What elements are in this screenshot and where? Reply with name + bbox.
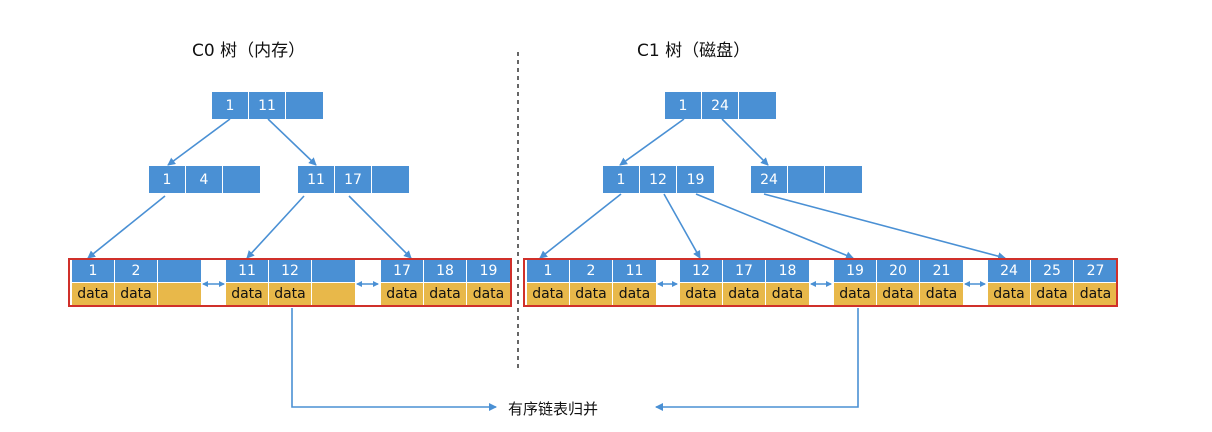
c0-l1-a-key-2 [223,166,260,193]
c0-leaf3-key-2: 19 [467,260,510,282]
c1-leaf2-key-2: 18 [766,260,809,282]
c1-l1a-to-leaf3 [695,193,854,260]
c1-leaf2-data-0: data [680,283,723,305]
c1-leaf3-key-1: 20 [877,260,920,282]
c1-root-to-l1-b [721,118,769,166]
c1-leaf1-key-1: 2 [570,260,613,282]
c1-l1-b-key-1 [788,166,825,193]
c0-l1b-to-leaf2 [246,195,305,259]
c1-leaf4-key-2: 27 [1074,260,1117,282]
c0-leaf1-key-0: 1 [72,260,115,282]
c1-l1-a-key-2: 19 [677,166,714,193]
c1-l1-b-key-0: 24 [751,166,788,193]
c1-leaf4-data-0: data [988,283,1031,305]
c1-l1a-to-leaf1 [539,193,622,259]
c0-leaf1-key-1: 2 [115,260,158,282]
c1-leaf3-key-2: 21 [920,260,963,282]
c0-l1-a-key-1: 4 [186,166,223,193]
c1-leaf3-data-0: data [834,283,877,305]
c0-leaf2-key-0: 11 [226,260,269,282]
c1-tree-title: C1 树（磁盘） [637,41,751,61]
c0-leaf2-data-2 [312,283,355,305]
c1-leaf1-key-2: 11 [613,260,656,282]
merge-path-from-c1 [655,308,859,411]
c1-leaf1-key-0: 1 [527,260,570,282]
c1-leaf2-key-1: 17 [723,260,766,282]
c1-l1a-to-leaf2 [663,193,701,259]
c0-l1b-to-leaf3 [348,195,412,259]
c1-l1-a-key-0: 1 [603,166,640,193]
c1-leaf2-data-2: data [766,283,809,305]
c1-leaf2-data-1: data [723,283,766,305]
c0-leaf1-data-2 [158,283,201,305]
c1-l1-a-key-1: 12 [640,166,677,193]
c1-root-key-0: 1 [665,92,702,119]
c1-leaf2-key-0: 12 [680,260,723,282]
c0-leaf3-key-1: 18 [424,260,467,282]
merge-label: 有序链表归并 [508,400,599,418]
c0-leaf2-key-1: 12 [269,260,312,282]
merge-path-from-c0 [291,308,497,411]
c0-leaf3-data-1: data [424,283,467,305]
c1-leaf3-data-2: data [920,283,963,305]
c1-leaf1-data-2: data [613,283,656,305]
c0-root-key-2 [286,92,323,119]
c0-leaf2-data-1: data [269,283,312,305]
c0-root-key-0: 1 [212,92,249,119]
c0-l1-b-key-2 [372,166,409,193]
c1-leaf3-data-1: data [877,283,920,305]
c0-leaf1-data-0: data [72,283,115,305]
c0-l1-b-key-1: 17 [335,166,372,193]
c0-root-key-1: 11 [249,92,286,119]
c0-leaf2-key-2 [312,260,355,282]
c0-l1-a-key-0: 1 [149,166,186,193]
c0-leaf3-data-2: data [467,283,510,305]
c0-leaf3-key-0: 17 [381,260,424,282]
c0-leaf3-data-0: data [381,283,424,305]
c1-leaf1-data-1: data [570,283,613,305]
c1-leaf1-data-0: data [527,283,570,305]
c1-leaf4-key-1: 25 [1031,260,1074,282]
c1-root-key-2 [739,92,776,119]
c1-leaf4-data-2: data [1074,283,1117,305]
c0-leaf2-data-0: data [226,283,269,305]
c1-leaf3-key-0: 19 [834,260,877,282]
c1-l1b-to-leaf4 [763,193,1006,261]
c0-tree-title: C0 树（内存） [192,41,306,61]
c1-leaf4-data-1: data [1031,283,1074,305]
c0-leaf1-key-2 [158,260,201,282]
c0-leaf-frame [68,258,512,307]
c0-root-to-l1-a [167,118,231,166]
c1-leaf4-key-0: 24 [988,260,1031,282]
c0-leaf1-data-1: data [115,283,158,305]
c0-root-to-l1-b [267,118,317,166]
c1-root-key-1: 24 [702,92,739,119]
c1-leaf-frame [523,258,1118,307]
c0-l1a-to-leaf1 [87,195,166,259]
c1-root-to-l1-a [619,118,685,166]
c1-l1-b-key-2 [825,166,862,193]
c0-l1-b-key-0: 11 [298,166,335,193]
